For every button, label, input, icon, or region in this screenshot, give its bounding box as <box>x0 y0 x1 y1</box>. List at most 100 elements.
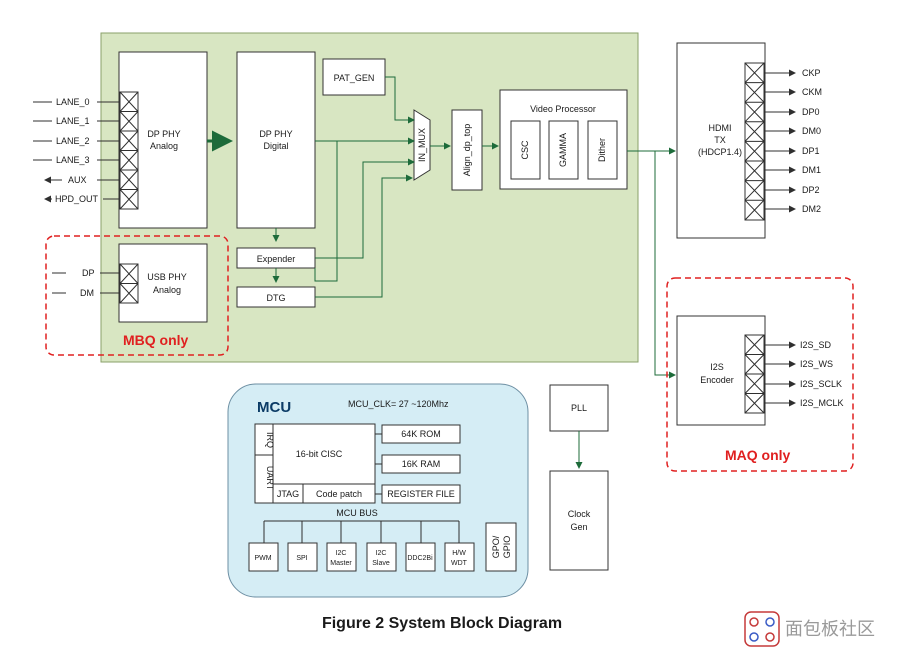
pll-block <box>549 384 609 432</box>
gamma-block <box>548 120 579 180</box>
dither-block <box>587 120 618 180</box>
mcu-i2c-slave-label-1: I2C <box>376 550 387 557</box>
mcu-i2c-master-label-1: I2C <box>336 550 347 557</box>
mcu-register-file-block <box>381 484 461 504</box>
pll-label: PLL <box>571 403 587 413</box>
usb-phy-label-1: USB PHY <box>147 272 187 282</box>
csc-block <box>510 120 541 180</box>
hdmi-label-3: (HDCP1.4) <box>698 147 742 157</box>
clock-gen-label-1: Clock <box>568 509 591 519</box>
mbq-only-label: MBQ only <box>123 332 189 348</box>
i2s-pads <box>744 334 796 414</box>
mcu-jtag-label: JTAG <box>277 489 299 499</box>
hdmi-label-1: HDMI <box>709 123 732 133</box>
dtg-label: DTG <box>267 293 286 303</box>
mcu-pwm-block <box>248 542 279 572</box>
usb-phy-pads <box>52 263 139 304</box>
in-mux-block <box>413 109 431 181</box>
mcu-gpio-block <box>485 522 517 572</box>
mcu-title: MCU <box>257 399 291 416</box>
hdmi-out-dm2: DM2 <box>802 204 821 214</box>
mcu-uart-label: UART <box>265 466 275 491</box>
expender-label: Expender <box>257 254 296 264</box>
mcu-rom-label: 64K ROM <box>401 429 441 439</box>
maq-only-label: MAQ only <box>725 447 791 463</box>
dp-phy-digital-label-2: Digital <box>263 141 288 151</box>
mcu-hw-wdt-label-1: H/W <box>452 550 466 557</box>
dp-phy-digital-label-1: DP PHY <box>259 129 292 139</box>
mcu-bus-lines <box>263 520 460 543</box>
hdmi-out-dp2: DP2 <box>802 185 820 195</box>
mcu-i2c-slave-label-2: Slave <box>372 560 390 567</box>
dp-phy-analog-label-2: Analog <box>150 141 178 151</box>
mcu-spi-label: SPI <box>296 555 307 562</box>
input-aux: AUX <box>68 175 87 185</box>
mcu-spi-block <box>287 542 318 572</box>
mcu-i2c-master-block <box>326 542 357 572</box>
mcu-gpio-label-2: GPIO <box>502 536 512 559</box>
mcu-register-file-label: REGISTER FILE <box>387 489 455 499</box>
mcu-ram-block <box>381 454 461 474</box>
mbq-only-region <box>45 235 229 356</box>
mcu-i2c-master-label-2: Master <box>330 560 352 567</box>
i2s-label-1: I2S <box>710 362 724 372</box>
mcu-pwm-label: PWM <box>254 555 271 562</box>
mcu-ddc2bi-label: DDC2Bi <box>407 555 433 562</box>
i2s-label-2: Encoder <box>700 375 734 385</box>
hdmi-out-ckm: CKM <box>802 87 822 97</box>
left-input-lines <box>33 101 119 203</box>
hdmi-out-dm0: DM0 <box>802 126 821 136</box>
mcu-hw-wdt-label-2: WDT <box>451 560 468 567</box>
align-dp-top-label: Align_dp_top <box>462 124 472 177</box>
in-mux-label: IN_MUX <box>417 128 427 162</box>
watermark-logo <box>744 611 780 647</box>
pat-gen-block <box>322 58 386 96</box>
mcu-hw-wdt-block <box>444 542 475 572</box>
hdmi-pads <box>744 62 796 221</box>
input-lane-2: LANE_2 <box>56 136 90 146</box>
csc-label: CSC <box>520 140 530 160</box>
clock-gen-block <box>549 470 609 571</box>
gamma-label: GAMMA <box>558 133 568 167</box>
internal-connections <box>272 76 676 379</box>
video-processor-label: Video Processor <box>530 104 596 114</box>
clock-gen-label-2: Gen <box>570 522 587 532</box>
dp-phy-analog-label-1: DP PHY <box>147 129 180 139</box>
mcu-gpio-label-1: GPO/ <box>491 535 501 558</box>
hdmi-out-ckp: CKP <box>802 68 821 78</box>
maq-only-region <box>666 277 854 472</box>
i2s-out-sd: I2S_SD <box>800 340 832 350</box>
mcu-rom-block <box>381 424 461 444</box>
i2s-out-ws: I2S_WS <box>800 359 833 369</box>
usb-input-dm: DM <box>80 288 94 298</box>
dp-phy-analog-pads <box>119 91 139 210</box>
i2s-out-sclk: I2S_SCLK <box>800 379 842 389</box>
pat-gen-label: PAT_GEN <box>334 73 375 83</box>
mcu-ddc2bi-block <box>405 542 436 572</box>
usb-input-dp: DP <box>82 268 95 278</box>
mcu-irq-label: IRQ <box>265 432 275 448</box>
input-lane-3: LANE_3 <box>56 155 90 165</box>
dp-phy-digital-block <box>236 51 316 229</box>
usb-phy-label-2: Analog <box>153 285 181 295</box>
mcu-cpu-label: 16-bit CISC <box>296 449 343 459</box>
input-lane-1: LANE_1 <box>56 116 90 126</box>
i2s-out-mclk: I2S_MCLK <box>800 398 844 408</box>
watermark-text: 面包板社区 <box>785 619 875 640</box>
input-lane-0: LANE_0 <box>56 97 90 107</box>
mcu-i2c-slave-block <box>366 542 397 572</box>
align-dp-top-block <box>451 109 483 191</box>
mcu-ram-label: 16K RAM <box>402 459 441 469</box>
mcu-bus-label: MCU BUS <box>336 508 378 518</box>
mcu-clock-label: MCU_CLK= 27 ~120Mhz <box>348 399 449 409</box>
hdmi-out-dp1: DP1 <box>802 146 820 156</box>
mcu-cpu-block <box>254 423 376 504</box>
hdmi-out-dm1: DM1 <box>802 165 821 175</box>
hdmi-out-dp0: DP0 <box>802 107 820 117</box>
hdmi-label-2: TX <box>714 135 726 145</box>
mcu-code-patch-label: Code patch <box>316 489 362 499</box>
dither-label: Dither <box>597 138 607 162</box>
input-hpd-out: HPD_OUT <box>55 194 99 204</box>
figure-caption: Figure 2 System Block Diagram <box>322 615 562 632</box>
